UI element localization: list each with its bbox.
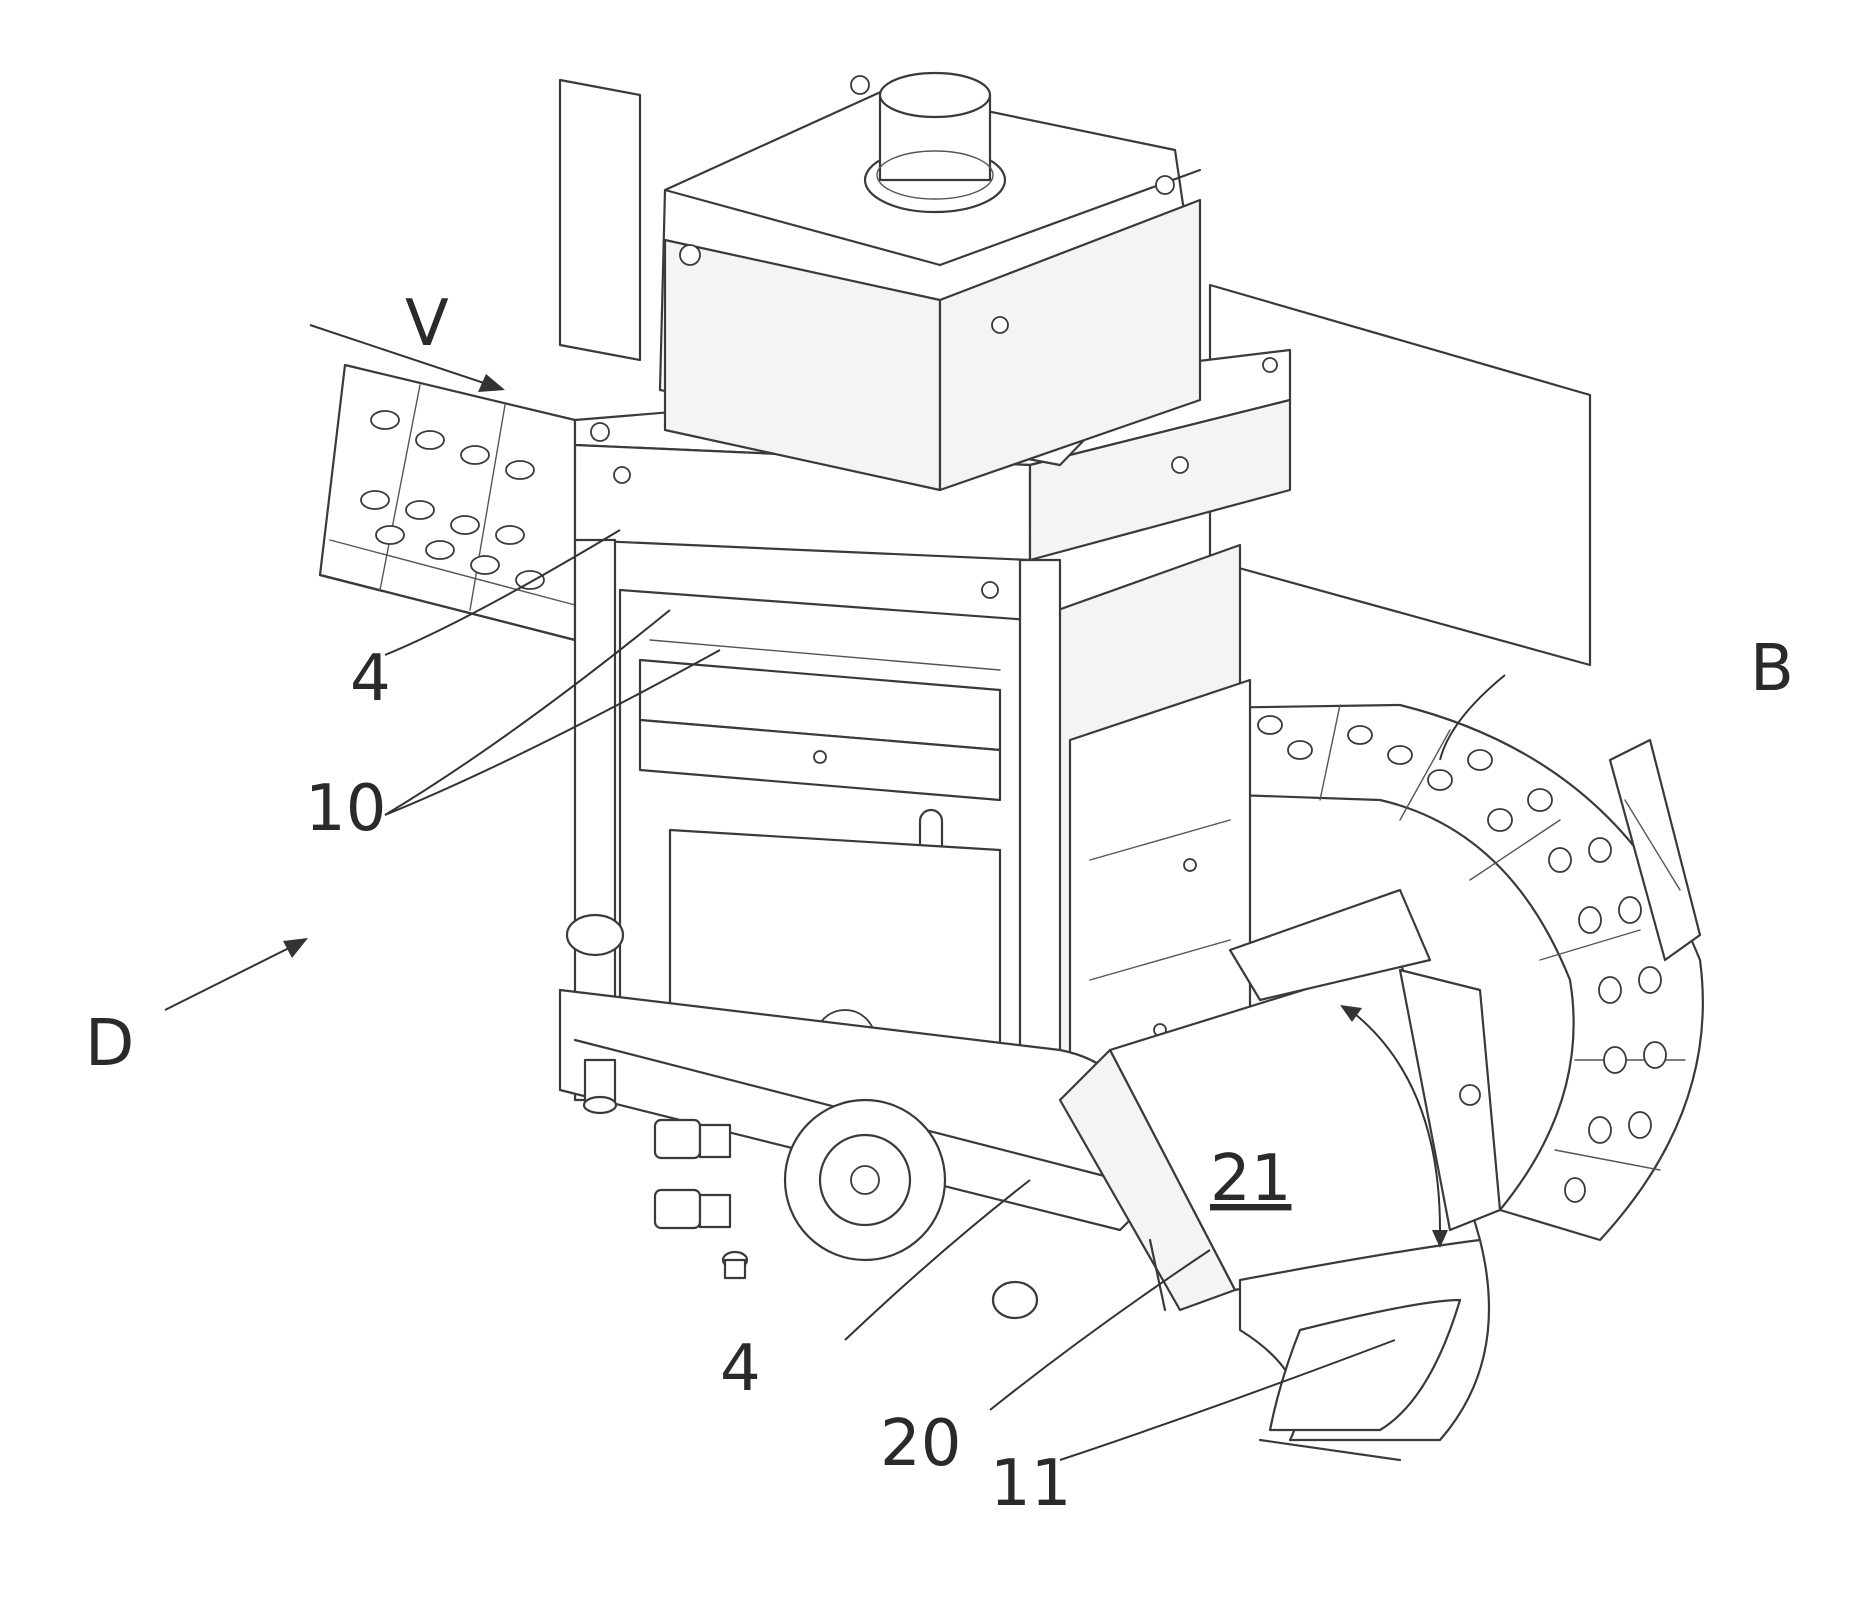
label-21: 21 <box>1210 1142 1291 1216</box>
motor-housing <box>660 73 1200 490</box>
label-20: 20 <box>880 1407 961 1481</box>
label-11: 11 <box>990 1447 1071 1521</box>
label-10: 10 <box>305 772 386 846</box>
label-4-upper: 4 <box>350 642 391 716</box>
arrow-d <box>165 938 308 1010</box>
label-d: D <box>85 1007 134 1081</box>
incoming-belt <box>320 365 575 640</box>
label-b: B <box>1750 632 1794 706</box>
label-v: V <box>405 287 449 361</box>
label-4-lower: 4 <box>720 1332 761 1406</box>
